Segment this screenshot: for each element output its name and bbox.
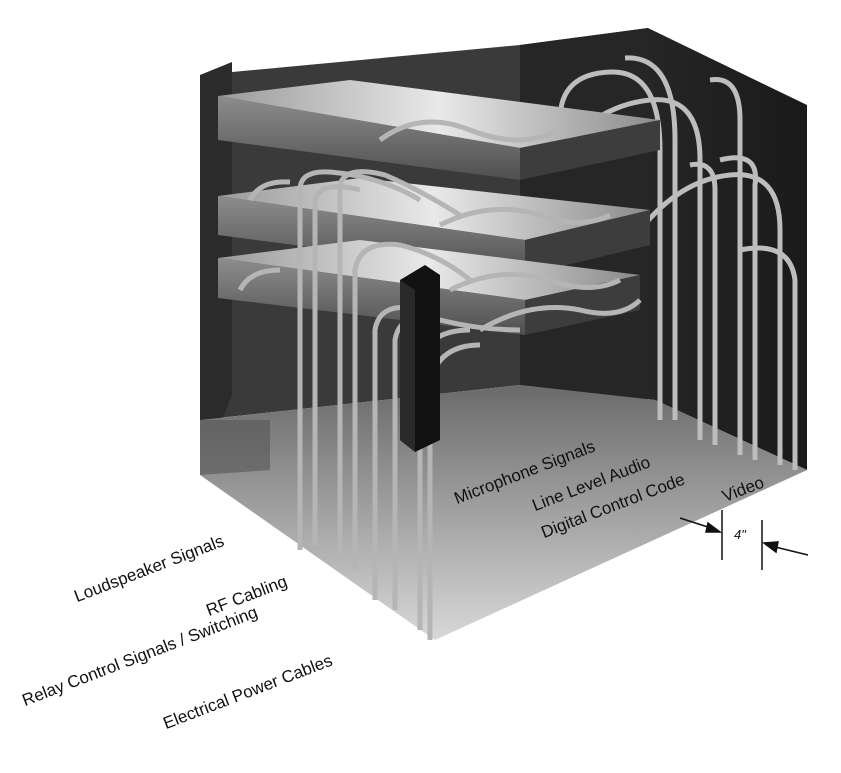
shelf-1	[218, 80, 660, 180]
front-cable-loops	[237, 119, 642, 640]
spacing-dimension	[679, 510, 809, 570]
power-strip	[400, 265, 440, 452]
spacing-label: 4"	[734, 527, 746, 542]
left-wall	[200, 62, 232, 475]
floor	[200, 385, 807, 640]
